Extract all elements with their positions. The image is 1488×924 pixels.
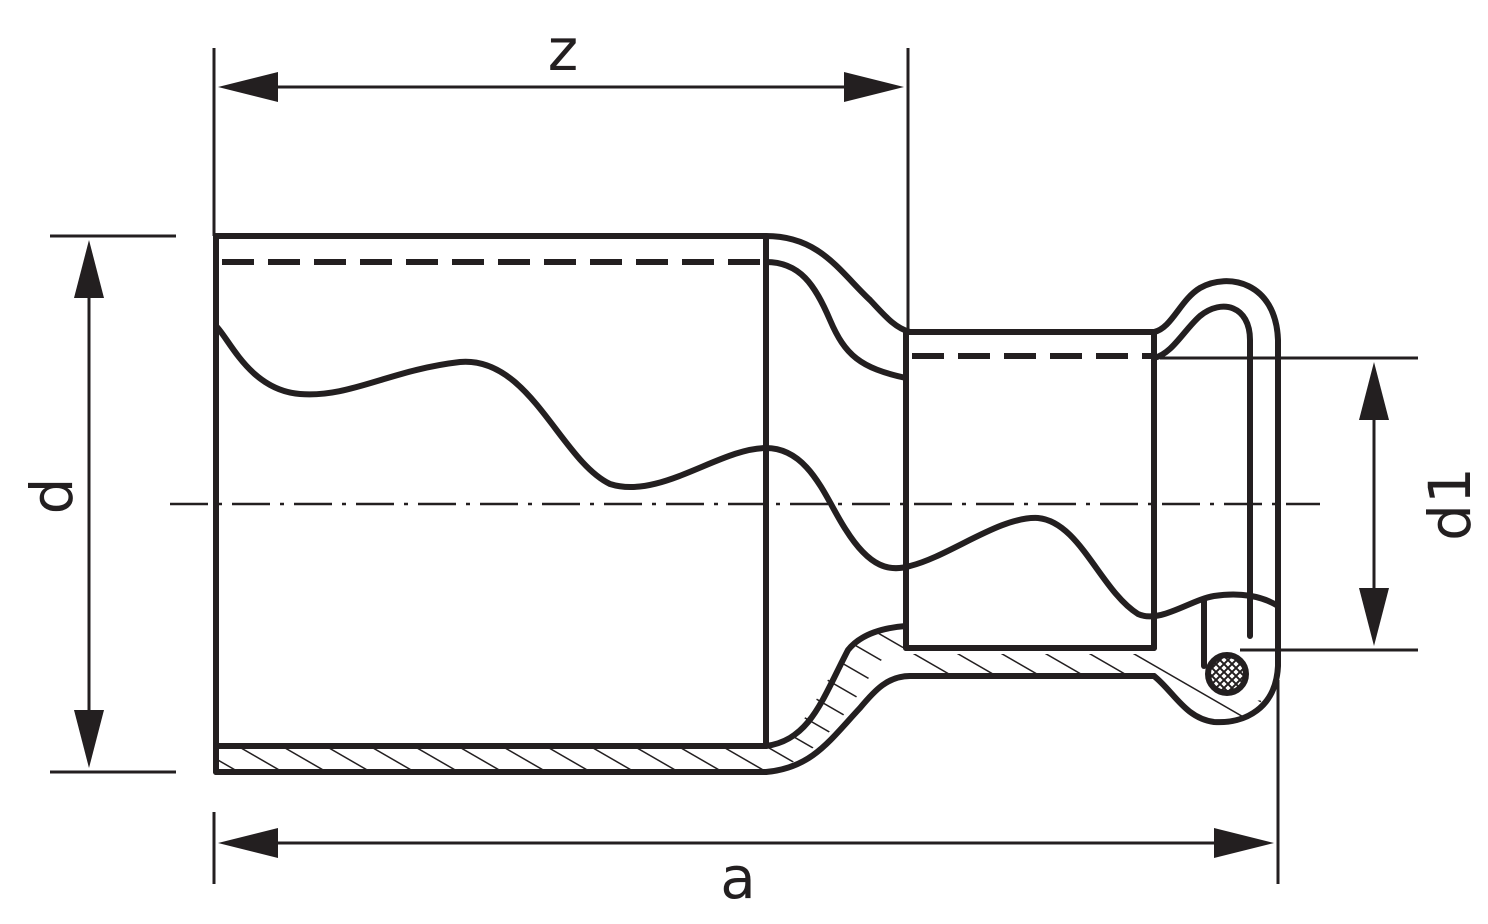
label-d: d — [18, 478, 86, 515]
large-pipe-body — [213, 233, 769, 775]
break-line — [213, 323, 1281, 620]
press-bead — [1151, 278, 1281, 726]
small-pipe-body — [903, 329, 1157, 679]
dimension-a: a — [218, 828, 1274, 912]
transition-shoulder — [763, 233, 913, 775]
label-d1: d1 — [1416, 467, 1484, 541]
dimension-z: z — [218, 16, 904, 102]
label-a: a — [720, 844, 756, 912]
dimension-d: d — [18, 240, 104, 768]
o-ring-seal — [1205, 652, 1249, 696]
label-z: z — [548, 16, 578, 84]
extension-lines — [50, 48, 1418, 884]
dimension-d1: d1 — [1359, 362, 1484, 646]
